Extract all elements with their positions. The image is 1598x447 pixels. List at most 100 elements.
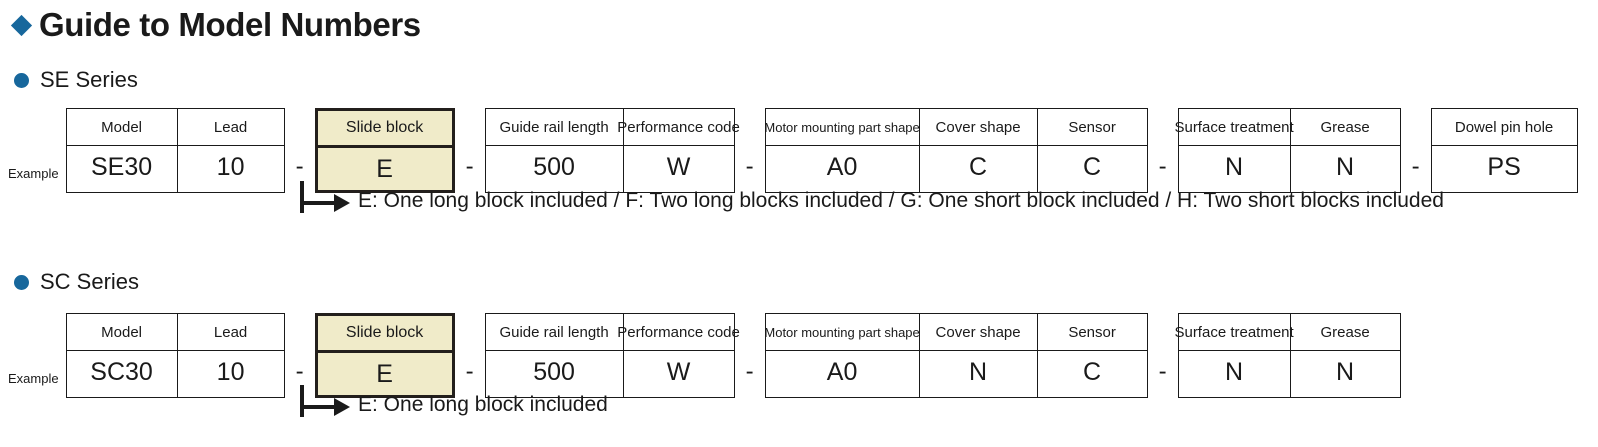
code-cell-header: Cover shape <box>919 109 1037 146</box>
code-cell: Lead 10 <box>176 109 284 192</box>
code-cell-value: A0 <box>826 152 858 181</box>
code-cell: Guide rail length 500 <box>485 314 623 397</box>
code-cell-header: Guide rail length <box>485 109 623 146</box>
code-cell-header: Motor mounting part shape <box>764 314 920 351</box>
callout-arrow-icon <box>300 385 354 421</box>
code-cell-header: Model <box>66 109 177 146</box>
code-cell-value: 500 <box>533 152 575 181</box>
code-cell-value: N <box>1336 152 1355 181</box>
code-cell-value: C <box>969 152 988 181</box>
code-cell-header: Surface treatment <box>1174 314 1294 351</box>
series-heading-se: SE Series <box>14 67 138 93</box>
code-cell-value: C <box>1083 357 1102 386</box>
group-separator: - <box>745 153 754 180</box>
group-separator: - <box>295 153 304 180</box>
code-cell-header: Grease <box>1290 314 1400 351</box>
code-cell-value: N <box>1336 357 1355 386</box>
callout-note-sc: E: One long block included <box>358 393 608 416</box>
page-title: Guide to Model Numbers <box>39 6 421 43</box>
code-cell-value: E <box>376 154 393 183</box>
series-label-sc: SC Series <box>40 269 140 294</box>
example-label-sc: Example <box>8 371 59 386</box>
example-label-se: Example <box>8 166 59 181</box>
code-cell-value: W <box>666 357 691 386</box>
code-cell-value: 10 <box>216 152 245 181</box>
code-cell-header: Sensor <box>1037 314 1147 351</box>
group-separator: - <box>1158 153 1167 180</box>
page-title-row: Guide to Model Numbers <box>10 6 421 44</box>
code-cell-header: Guide rail length <box>485 314 623 351</box>
code-cell-value: N <box>969 357 988 386</box>
code-cell-header: Motor mounting part shape <box>764 109 920 146</box>
code-cell-header: Performance code <box>617 109 740 146</box>
code-cell-header: Grease <box>1290 109 1400 146</box>
code-cell-value: A0 <box>826 357 858 386</box>
code-cell-header: Cover shape <box>919 314 1037 351</box>
group-separator: - <box>1411 153 1420 180</box>
code-cell-header: Sensor <box>1037 109 1147 146</box>
code-cell-value: N <box>1225 357 1244 386</box>
callout-se: E: One long block included / F: Two long… <box>300 181 1444 217</box>
group-separator: - <box>1158 358 1167 385</box>
code-cell-header: Lead <box>177 314 284 351</box>
callout-arrow-icon <box>300 181 354 217</box>
code-cell-header: Surface treatment <box>1174 109 1294 146</box>
code-cell-header: Slide block <box>317 316 452 353</box>
code-cell-header: Performance code <box>617 314 740 351</box>
code-cell-header: Lead <box>177 109 284 146</box>
round-bullet-icon <box>14 72 29 88</box>
group-separator: - <box>745 358 754 385</box>
code-cell-header: Model <box>66 314 177 351</box>
code-cell-value: N <box>1225 152 1244 181</box>
code-cell-value: 500 <box>533 357 575 386</box>
group-separator: - <box>295 358 304 385</box>
code-cell-value: C <box>1083 152 1102 181</box>
group-separator: - <box>465 358 474 385</box>
callout-sc: E: One long block included <box>300 385 608 421</box>
code-cell-value: E <box>376 359 393 388</box>
code-cell-value: 10 <box>216 357 245 386</box>
code-cell-value: PS <box>1487 152 1521 181</box>
code-cell-value: SE30 <box>90 152 153 181</box>
diamond-bullet-icon <box>10 14 33 36</box>
round-bullet-icon <box>14 274 29 290</box>
code-cell-value: SC30 <box>90 357 153 386</box>
callout-note-se: E: One long block included / F: Two long… <box>358 189 1444 212</box>
code-cell: Guide rail length 500 <box>485 109 623 192</box>
group-separator: - <box>465 153 474 180</box>
code-cell: Lead 10 <box>176 314 284 397</box>
series-label-se: SE Series <box>40 67 138 92</box>
series-heading-sc: SC Series <box>14 269 139 295</box>
code-cell-header: Slide block <box>317 111 452 148</box>
code-cell-header: Dowel pin hole <box>1431 109 1577 146</box>
